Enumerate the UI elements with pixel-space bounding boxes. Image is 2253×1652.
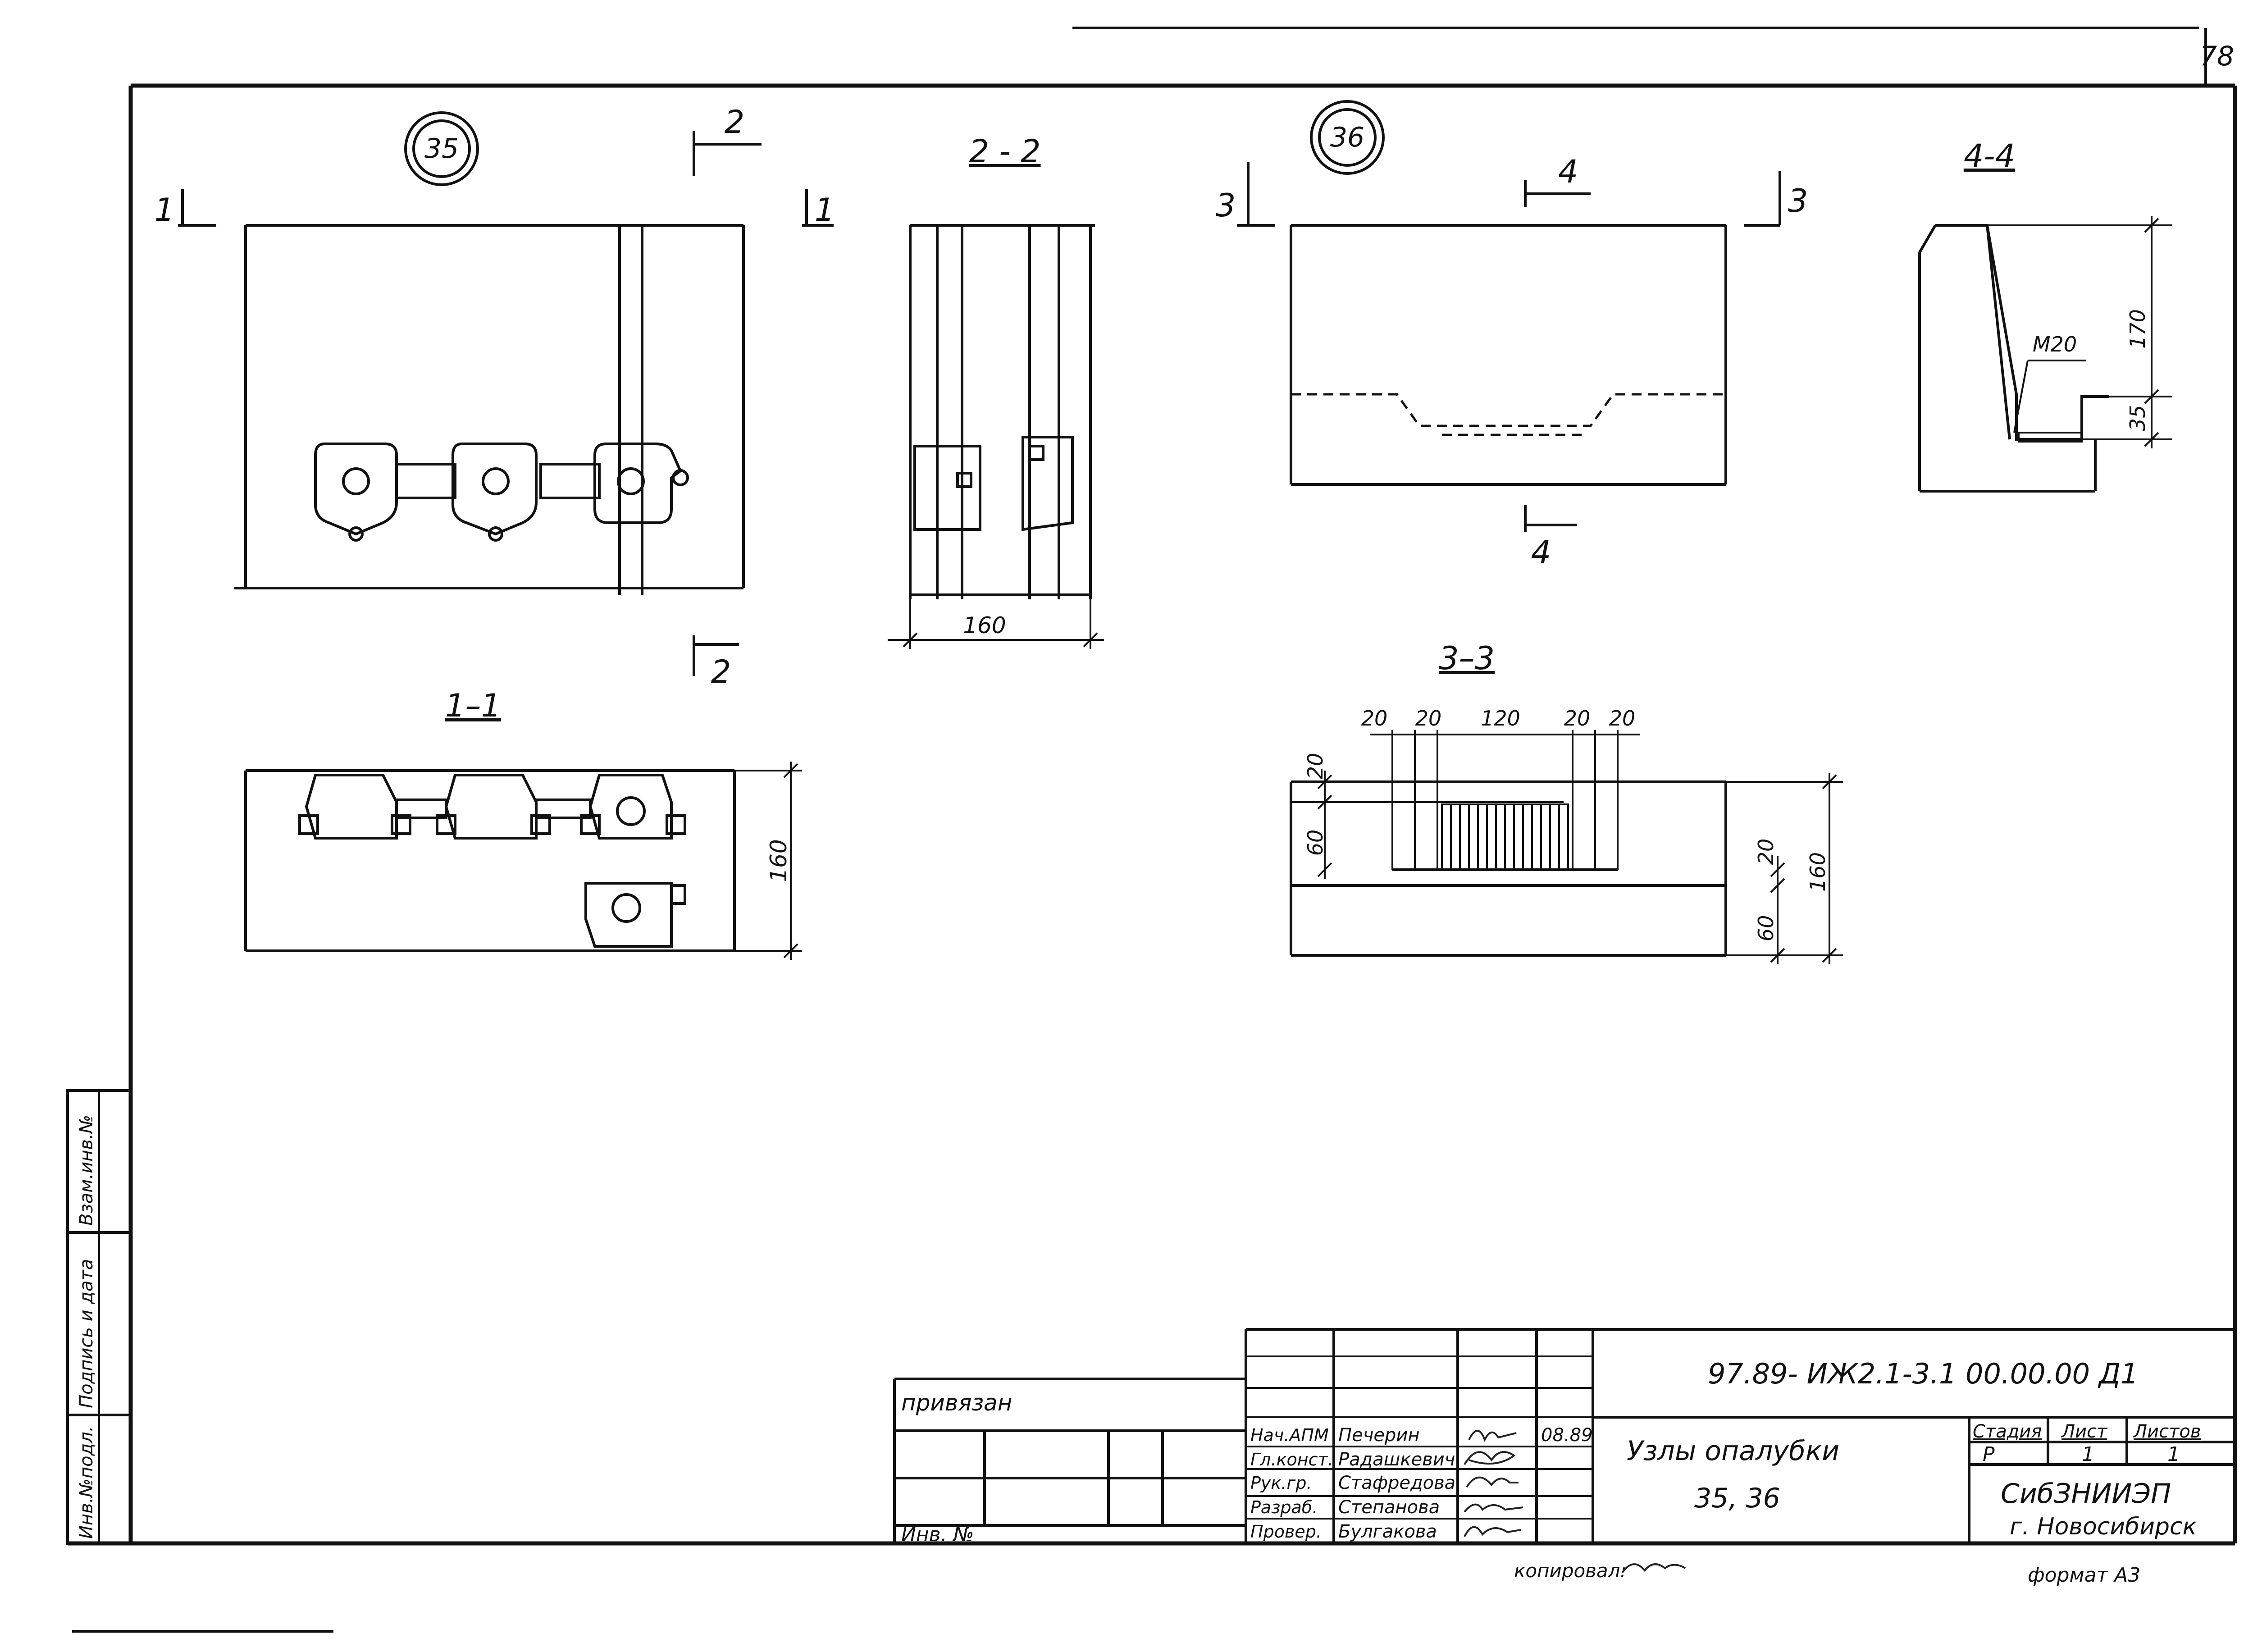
stage-header: Стадия xyxy=(1973,1421,2042,1442)
side-stamp-vzam: Взам.инв.№ xyxy=(76,1115,97,1226)
side-stamp-podpis: Подпись и дата xyxy=(76,1259,97,1408)
section-4-4-title: 4-4 xyxy=(1964,137,2015,174)
title-line-1: Узлы опалубки xyxy=(1627,1435,1839,1467)
dim-top-120: 120 xyxy=(1481,706,1520,730)
section-mark-4-top: 4 xyxy=(1558,153,1578,190)
role-4: Разраб. xyxy=(1250,1497,1318,1517)
dim-left-60: 60 xyxy=(1303,830,1327,856)
copied-label: копировал: xyxy=(1514,1560,1627,1582)
dim-160-section-1-1: 160 xyxy=(766,839,792,882)
title-block-grid xyxy=(893,1328,2235,1543)
role-5: Провер. xyxy=(1250,1522,1322,1542)
section-mark-2-top: 2 xyxy=(725,104,745,141)
name-5: Булгакова xyxy=(1338,1521,1437,1542)
hatch-field xyxy=(1441,803,1569,871)
role-2: Гл.конст. xyxy=(1250,1450,1333,1469)
name-2: Радашкевич xyxy=(1338,1449,1455,1470)
side-stamp-inv: Инв.№подл. xyxy=(76,1426,97,1539)
dim-right-160: 160 xyxy=(1806,852,1830,892)
section-1-1-title: 1–1 xyxy=(445,687,501,724)
name-1: Печерин xyxy=(1338,1425,1419,1446)
name-4: Степанова xyxy=(1338,1497,1440,1518)
section-3-3 xyxy=(1290,730,1843,964)
dim-160-section-2-2: 160 xyxy=(963,612,1006,639)
section-mark-2-bottom: 2 xyxy=(711,653,731,690)
name-3: Стафредова xyxy=(1338,1473,1455,1493)
dim-m20: М20 xyxy=(2033,332,2077,356)
dim-top-20a: 20 xyxy=(1361,706,1388,730)
section-mark-4-bottom: 4 xyxy=(1531,534,1551,571)
section-mark-3-left: 3 xyxy=(1216,187,1236,224)
stage-value: Р xyxy=(1983,1443,1995,1466)
dim-top-20c: 20 xyxy=(1564,706,1591,730)
node-35-plan xyxy=(178,111,834,676)
section-3-3-title: 3–3 xyxy=(1439,640,1495,677)
section-mark-1-left: 1 xyxy=(155,192,175,228)
dim-top-20b: 20 xyxy=(1415,706,1442,730)
section-mark-1-right: 1 xyxy=(815,192,835,228)
section-mark-3-right: 3 xyxy=(1788,183,1808,219)
sheets-header: Листов xyxy=(2133,1421,2201,1442)
format-label: формат А3 xyxy=(2028,1564,2140,1587)
org-city: г. Новосибирск xyxy=(2010,1513,2197,1540)
signatures xyxy=(1464,1430,1523,1537)
node-35-label: 35 xyxy=(424,133,459,164)
sheet-header: Лист xyxy=(2061,1421,2108,1442)
dim-right-60: 60 xyxy=(1754,915,1778,942)
dim-left-20: 20 xyxy=(1303,753,1327,780)
section-4-4 xyxy=(1918,216,2172,493)
sheet-number: 78 xyxy=(2200,41,2234,72)
node-36-plan xyxy=(1237,100,1781,532)
dim-right-20: 20 xyxy=(1754,839,1778,865)
dim-170: 170 xyxy=(2125,309,2150,349)
node-36-label: 36 xyxy=(1330,122,1364,153)
drawing-code: 97.89- ИЖ2.1-3.1 00.00.00 Д1 xyxy=(1708,1357,2139,1390)
section-2-2 xyxy=(888,224,1104,649)
side-stamp xyxy=(66,1089,132,1545)
section-2-2-title: 2 - 2 xyxy=(969,133,1041,170)
privyazan-label: привязан xyxy=(901,1390,1012,1416)
sheets-value: 1 xyxy=(2167,1443,2180,1466)
role-1: Нач.АПМ xyxy=(1250,1425,1329,1445)
dim-35: 35 xyxy=(2125,405,2150,432)
org-name: СибЗНИИЭП xyxy=(2001,1478,2171,1510)
sheet-frame xyxy=(68,27,2237,1633)
sheet-value: 1 xyxy=(2082,1443,2094,1466)
date: 08.89 xyxy=(1541,1425,1593,1446)
inv-no-label: Инв. № xyxy=(901,1523,974,1546)
title-line-2: 35, 36 xyxy=(1694,1483,1780,1514)
section-1-1 xyxy=(244,762,802,960)
dim-top-20d: 20 xyxy=(1609,706,1636,730)
role-3: Рук.гр. xyxy=(1250,1473,1312,1493)
